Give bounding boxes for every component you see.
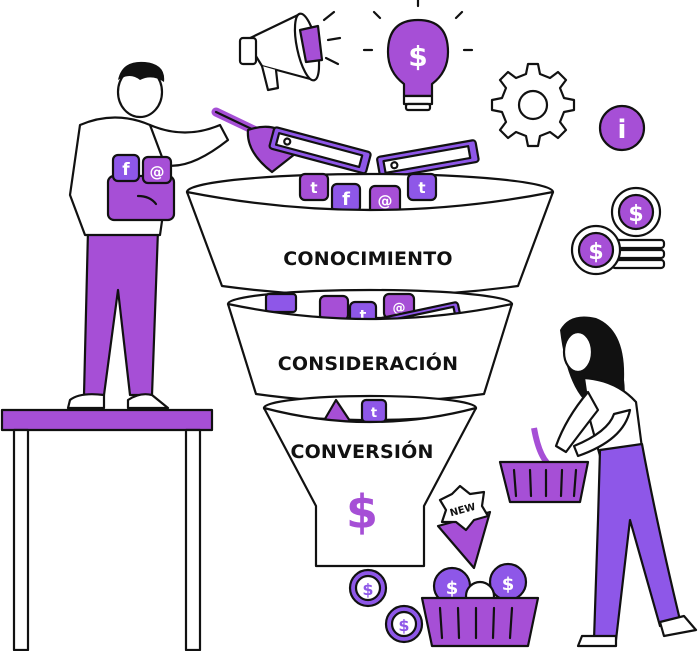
funnel-stage-consideracion: t @ CONSIDERACIÓN xyxy=(226,288,514,404)
dollar-icon: $ xyxy=(398,616,409,635)
info-icon: i xyxy=(598,104,646,152)
new-product-icon: NEW xyxy=(436,484,492,570)
twitter-icon: t xyxy=(360,308,367,324)
pedestal-table xyxy=(0,408,214,651)
dollar-icon: $ xyxy=(408,40,427,73)
funnel-stage-conocimiento: t f @ t CONOCIMIENTO xyxy=(185,172,555,298)
stage-label-conversion: CONVERSIÓN xyxy=(290,439,433,463)
twitter-icon: t xyxy=(310,179,317,197)
woman-figure xyxy=(498,316,698,648)
stage-label-consideracion: CONSIDERACIÓN xyxy=(278,351,459,375)
falling-coins: $ $ xyxy=(348,568,424,644)
svg-text:i: i xyxy=(618,115,627,145)
coin-stack-icon: $ $ xyxy=(570,186,666,276)
twitter-icon: t xyxy=(371,406,377,421)
megaphone-icon xyxy=(238,10,342,92)
man-figure: f @ xyxy=(66,61,230,410)
funnel-stage-conversion: t CONVERSIÓN $ xyxy=(262,394,478,568)
lightbulb-dollar-icon: $ xyxy=(362,0,474,112)
dollar-icon: $ xyxy=(628,202,643,227)
facebook-icon: f xyxy=(122,160,130,180)
dollar-icon: $ xyxy=(362,580,373,599)
at-icon: @ xyxy=(150,163,165,181)
gear-icon xyxy=(490,62,576,148)
dollar-icon: $ xyxy=(346,485,378,539)
dollar-icon: $ xyxy=(502,574,515,595)
twitter-icon: t xyxy=(418,179,425,197)
dollar-icon: $ xyxy=(588,240,603,265)
stage-label-conocimiento: CONOCIMIENTO xyxy=(283,248,453,270)
at-icon: @ xyxy=(378,192,393,210)
facebook-icon: f xyxy=(342,189,350,210)
at-icon: @ xyxy=(393,301,406,316)
dollar-icon: $ xyxy=(446,578,459,599)
coin-basket: $ $ xyxy=(420,562,540,648)
